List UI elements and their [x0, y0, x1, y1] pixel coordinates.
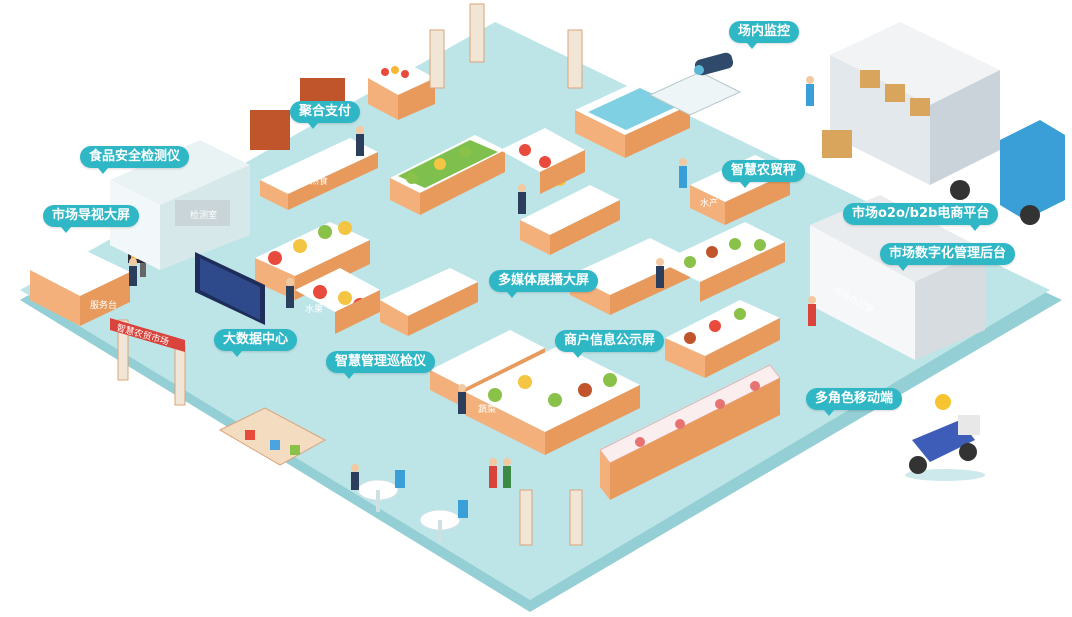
fruit-area: 水果	[255, 221, 478, 336]
entrance-gates	[429, 3, 583, 89]
service-desk-sign: 服务台	[90, 299, 117, 311]
callout-big-data: 大数据中心	[214, 329, 298, 357]
cargo-boxes	[822, 130, 852, 158]
meat-display-case	[599, 364, 781, 500]
callout-patrol: 智慧管理巡检仪	[326, 351, 436, 379]
kids-play-area	[218, 407, 327, 466]
exit-gate-left	[519, 489, 533, 546]
callout-monitoring: 场内监控	[729, 21, 800, 49]
callout-ecommerce: 市场o2o/b2b电商平台	[843, 203, 999, 231]
top-shelf	[368, 62, 435, 120]
delivery-scooter-icon	[905, 394, 985, 481]
security-camera-icon	[694, 52, 734, 76]
callout-merchant-info: 商户信息公示屏	[555, 330, 665, 358]
vegetable-counter-right	[570, 222, 785, 378]
fruit-sign: 水果	[305, 303, 323, 315]
callout-digital-backend: 市场数字化管理后台	[880, 243, 1016, 271]
aquatic-area: 水产	[575, 71, 790, 225]
cooked-food-sign: 熟食	[310, 175, 328, 187]
lounge-tables	[357, 470, 468, 542]
callout-smart-scale: 智慧农贸秤	[722, 160, 806, 188]
delivery-truck-icon	[830, 22, 1065, 225]
callout-aggregate-pay: 聚合支付	[290, 101, 361, 129]
inspection-room-sign: 检测室	[190, 209, 217, 221]
big-data-screen	[195, 252, 265, 325]
aquatic-sign: 水产	[700, 197, 718, 209]
service-desk: 服务台	[30, 248, 130, 326]
callout-market-guide: 市场导视大屏	[43, 205, 140, 233]
produce-counter-center	[390, 128, 620, 255]
callout-food-safety: 食品安全检测仪	[80, 146, 190, 174]
inspection-room: 检测室	[110, 140, 250, 270]
exit-gate-right	[569, 489, 583, 546]
vegetable-counter-lower: 蔬菜	[430, 330, 640, 455]
vegetables-sign: 蔬菜	[478, 403, 496, 415]
shoppers	[129, 76, 816, 490]
callout-multimedia: 多媒体展播大屏	[489, 270, 599, 298]
callout-mobile: 多角色移动端	[806, 388, 903, 416]
